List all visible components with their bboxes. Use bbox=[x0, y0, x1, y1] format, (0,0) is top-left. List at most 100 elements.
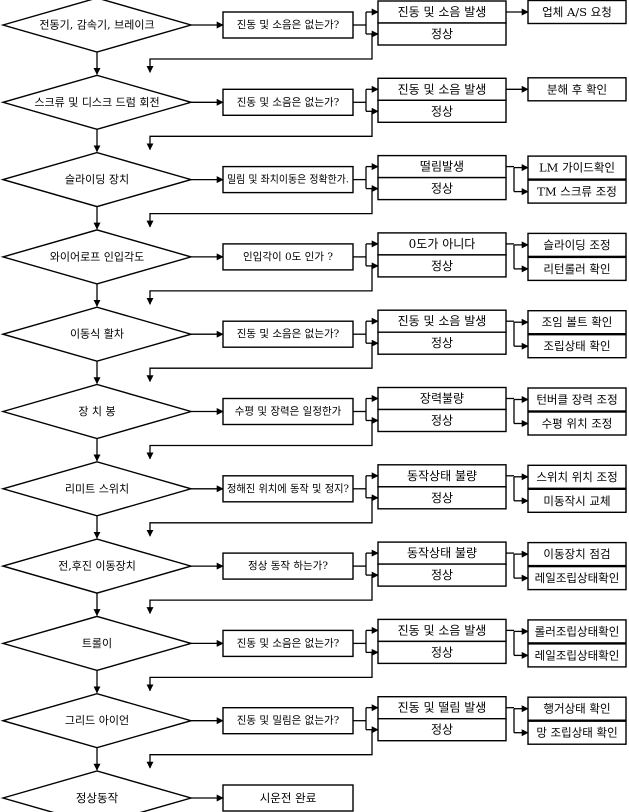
result-label: 시운전 완료 bbox=[260, 791, 317, 805]
action-label: 롤러조립상태확인 bbox=[535, 624, 620, 638]
return-connector bbox=[146, 497, 378, 537]
action-label: 레일조립상태확인 bbox=[535, 571, 620, 585]
action-label: 망 조립상태 확인 bbox=[536, 726, 617, 740]
fault-label: 진동 및 소음 발생 bbox=[398, 623, 487, 637]
ok-label: 정상 bbox=[431, 491, 453, 505]
ok-label: 정상 bbox=[431, 259, 453, 273]
action-box bbox=[527, 334, 627, 359]
check-box bbox=[222, 629, 354, 658]
ok-label: 정상 bbox=[431, 182, 453, 196]
decision-label: 전동기, 감속기, 브레이크 bbox=[39, 19, 154, 32]
return-connector bbox=[146, 574, 378, 615]
fault-label: 진동 및 소음 발생 bbox=[398, 5, 487, 19]
action-label: 행거상태 확인 bbox=[543, 702, 610, 716]
fault-label: 동작상태 불량 bbox=[407, 469, 477, 483]
check-label: 수평 및 장력은 일정한가 bbox=[235, 405, 342, 418]
check-label: 진동 및 소음은 없는가? bbox=[237, 636, 340, 649]
check-label: 진동 및 소음은 없는가? bbox=[237, 327, 340, 340]
action-box bbox=[527, 77, 627, 102]
decision-label: 리미트 스위치 bbox=[65, 482, 129, 495]
action-box bbox=[527, 256, 627, 282]
fault-label: 0도가 아니다 bbox=[409, 237, 476, 251]
check-label: 진동 및 소음은 없는가? bbox=[237, 95, 340, 108]
decision-label: 와이어로프 인입각도 bbox=[50, 250, 145, 263]
action-label: LM 가이드확인 bbox=[539, 161, 615, 175]
action-label: 수평 위치 조정 bbox=[542, 417, 613, 431]
check-label: 정상 동작 하는가? bbox=[248, 559, 328, 572]
check-label: 정해진 위치에 동작 및 정지? bbox=[227, 482, 349, 495]
decision-label: 트롤이 bbox=[82, 637, 112, 650]
action-box bbox=[527, 565, 627, 591]
return-connector bbox=[146, 187, 378, 228]
action-box bbox=[527, 643, 627, 668]
check-box bbox=[222, 707, 354, 735]
action-label: 이동장치 점검 bbox=[543, 547, 610, 561]
result-box bbox=[222, 784, 354, 812]
fault-label: 진동 및 소음 발생 bbox=[398, 82, 487, 96]
flow-row: 스크류 및 디스크 드럼 회전 진동 및 소음은 없는가? 진동 및 소음 발생정상… bbox=[0, 74, 627, 153]
action-box bbox=[527, 0, 627, 25]
action-label: 턴버클 장력 조정 bbox=[536, 393, 617, 407]
decision-label: 스크류 및 디스크 드럼 회전 bbox=[34, 96, 159, 109]
action-label: 업체 A/S 요청 bbox=[542, 5, 612, 19]
check-box bbox=[222, 320, 354, 348]
ok-label: 정상 bbox=[431, 723, 453, 737]
fault-label: 동작상태 불량 bbox=[407, 546, 477, 560]
action-box bbox=[527, 411, 627, 436]
action-box bbox=[527, 310, 627, 335]
ok-label: 정상 bbox=[431, 336, 453, 350]
action-box bbox=[527, 464, 627, 489]
check-box bbox=[222, 11, 354, 39]
action-box bbox=[527, 488, 627, 513]
action-label: 미동작시 교체 bbox=[543, 494, 610, 508]
check-box bbox=[222, 165, 354, 194]
action-box bbox=[527, 619, 627, 644]
check-label: 인입각이 0도 인가 ? bbox=[243, 250, 333, 263]
check-box bbox=[222, 88, 354, 117]
action-box bbox=[527, 179, 627, 204]
ok-label: 정상 bbox=[431, 414, 453, 428]
ok-label: 정상 bbox=[431, 27, 453, 41]
decision-label: 그리드 아이언 bbox=[65, 714, 129, 727]
action-label: 레일조립상태확인 bbox=[535, 648, 620, 662]
action-box bbox=[527, 720, 627, 745]
action-label: 슬라이딩 조정 bbox=[543, 238, 610, 252]
decision-label: 이동식 활차 bbox=[70, 327, 124, 341]
check-label: 밀림 및 좌치이동은 정확한가. bbox=[227, 173, 349, 186]
check-label: 진동 및 소음은 없는가? bbox=[237, 18, 340, 31]
ok-label: 정상 bbox=[431, 104, 453, 118]
return-connector bbox=[146, 419, 378, 460]
ok-label: 정상 bbox=[431, 645, 453, 659]
action-box bbox=[527, 155, 627, 180]
return-connector bbox=[146, 729, 378, 769]
fault-label: 장력불량 bbox=[420, 392, 464, 406]
action-box bbox=[527, 696, 627, 721]
final-label: 정상동작 bbox=[76, 791, 119, 805]
action-label: 스위치 위치 조정 bbox=[536, 470, 617, 484]
decision-label: 전,후진 이동장치 bbox=[58, 560, 136, 573]
action-box bbox=[527, 541, 627, 567]
fault-label: 진동 및 떨림 발생 bbox=[398, 701, 487, 715]
decision-label: 슬라이딩 장치 bbox=[65, 173, 129, 186]
check-label: 진동 및 밀림은 없는가? bbox=[237, 714, 340, 727]
action-label: 분해 후 확인 bbox=[547, 82, 607, 96]
action-label: TM 스크류 조정 bbox=[537, 185, 617, 199]
return-connector bbox=[146, 265, 378, 305]
action-box bbox=[527, 232, 627, 258]
check-box bbox=[222, 397, 354, 426]
return-connector bbox=[146, 110, 378, 151]
fault-label: 떨림발생 bbox=[420, 160, 464, 174]
action-box bbox=[527, 387, 627, 412]
check-box bbox=[222, 243, 354, 271]
decision-label: 장 치 봉 bbox=[78, 405, 115, 418]
return-connector bbox=[146, 33, 378, 74]
return-connector bbox=[146, 651, 378, 692]
